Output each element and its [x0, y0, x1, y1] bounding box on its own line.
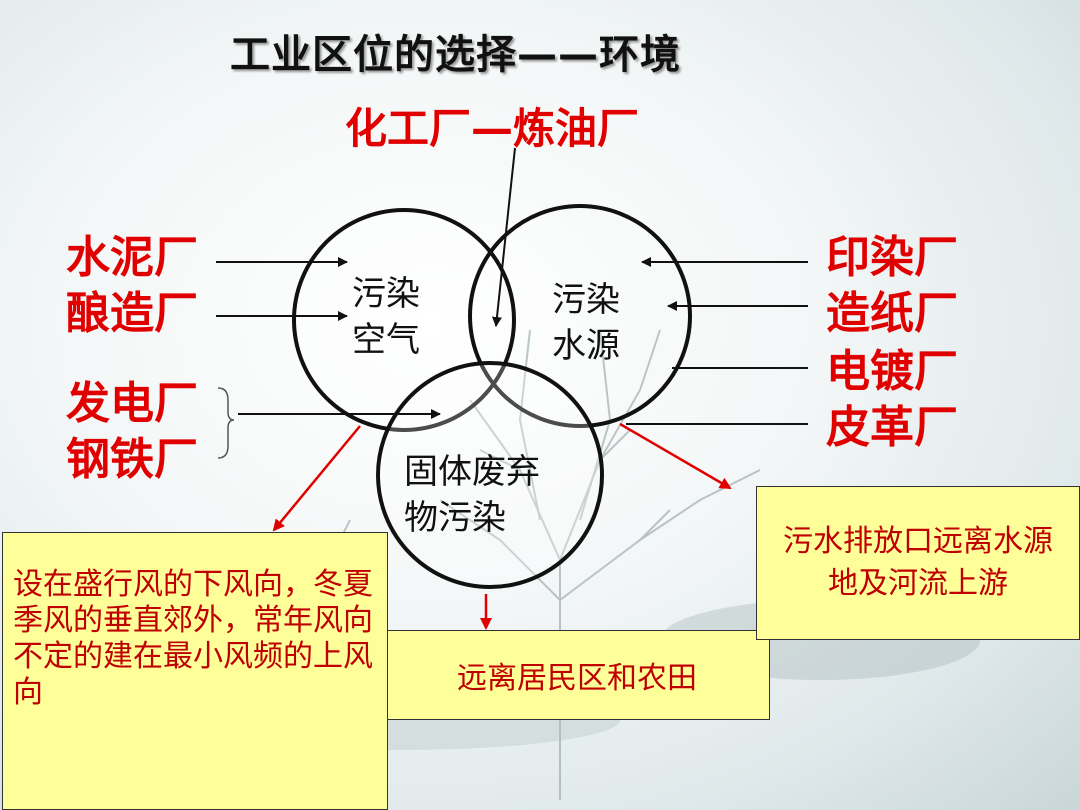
- power-plant-label: 发电厂: [66, 378, 198, 429]
- solid-waste-note: 远离居民区和农田: [384, 630, 770, 720]
- dye-factory-label: 印染厂: [826, 232, 958, 283]
- plating-factory-label: 电镀厂: [826, 346, 958, 397]
- brace: [217, 387, 235, 459]
- top-factory-label: 化工厂—炼油厂: [345, 104, 640, 153]
- air-circle-line2: 空气: [352, 319, 420, 360]
- steel-plant-label: 钢铁厂: [66, 434, 198, 485]
- solid-circle-line1: 固体废弃: [404, 452, 540, 492]
- page-title: 工业区位的选择——环境: [230, 32, 681, 78]
- air-pollution-circle: [292, 208, 516, 432]
- water-circle-line2: 水源: [552, 325, 620, 366]
- brewery-label: 酿造厂: [66, 288, 198, 339]
- cement-factory-label: 水泥厂: [66, 232, 198, 283]
- solid-circle-label: 固体废弃 物污染: [404, 450, 540, 542]
- arrow-chemical: [491, 147, 516, 327]
- paper-mill-label: 造纸厂: [826, 288, 958, 339]
- air-circle-line1: 污染: [352, 274, 420, 314]
- solid-waste-circle: [376, 361, 604, 589]
- water-pollution-circle: [468, 204, 692, 428]
- water-pollution-note: 污水排放口远离水源地及河流上游: [756, 486, 1080, 640]
- red-arrow-water: [619, 422, 732, 490]
- red-arrow-air: [272, 425, 361, 532]
- tannery-label: 皮革厂: [826, 402, 958, 453]
- water-circle-line1: 污染: [552, 280, 620, 320]
- solid-circle-line2: 物污染: [404, 497, 506, 538]
- air-pollution-note: 设在盛行风的下风向，冬夏季风的垂直郊外，常年风向不定的建在最小风频的上风向: [2, 532, 388, 810]
- air-circle-label: 污染 空气: [352, 272, 420, 364]
- water-circle-label: 污染 水源: [552, 278, 620, 370]
